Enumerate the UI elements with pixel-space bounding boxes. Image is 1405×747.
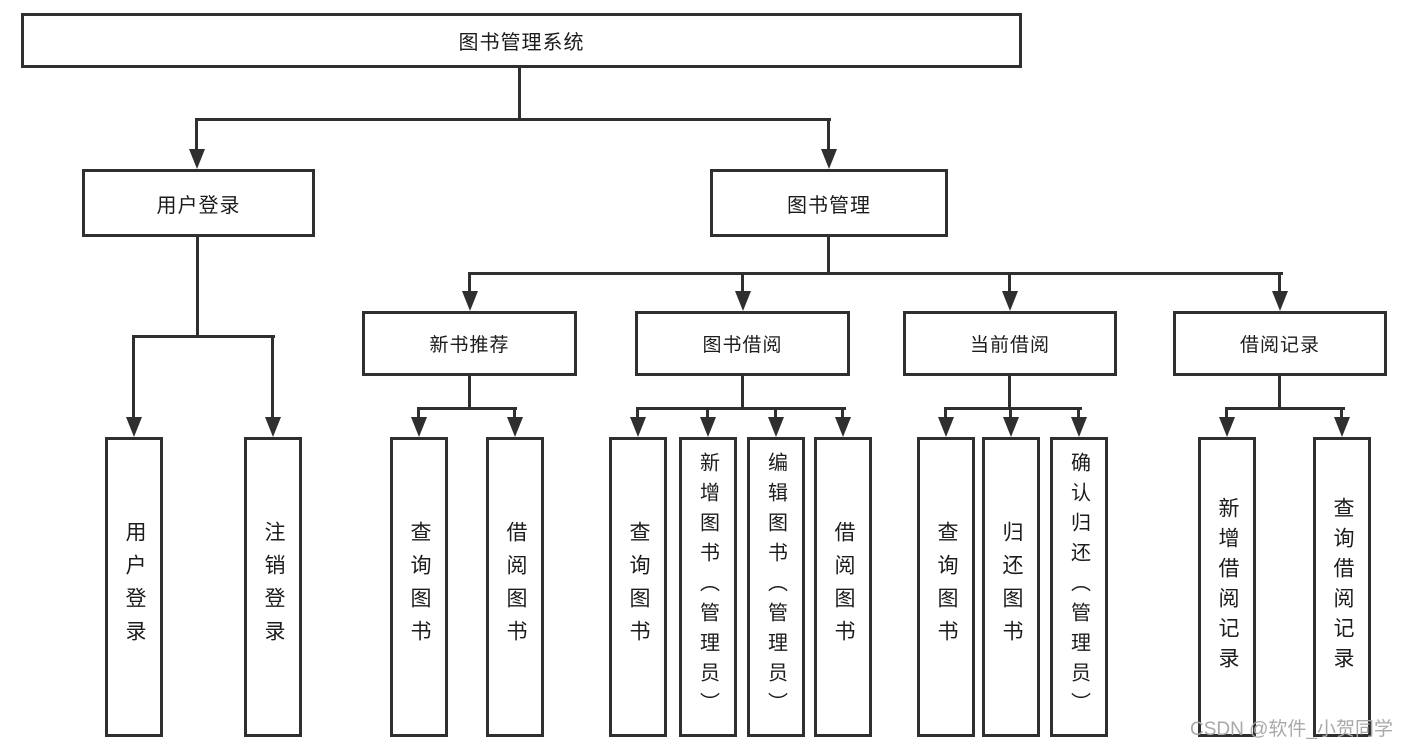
connector-line: [195, 118, 831, 121]
node-leaf-add-book-admin: 新增图书（管理员）: [679, 437, 737, 737]
node-leaf-confirm-return-admin: 确认归还（管理员）: [1050, 437, 1108, 737]
connector-line: [271, 335, 274, 419]
node-leaf-logout: 注销登录: [244, 437, 302, 737]
connector-line: [417, 407, 517, 410]
connector-line: [741, 272, 744, 294]
arrow-down-icon: [630, 417, 646, 437]
watermark: CSDN @软件_小贺同学: [1190, 719, 1393, 740]
connector-line: [468, 272, 1283, 275]
arrow-down-icon: [411, 417, 427, 437]
connector-line: [1008, 272, 1011, 294]
connector-line: [1008, 376, 1011, 407]
arrow-down-icon: [462, 291, 478, 311]
node-leaf-return-books: 归还图书: [982, 437, 1040, 737]
arrow-down-icon: [821, 149, 837, 169]
node-leaf-query-books: 查询图书: [917, 437, 975, 737]
connector-line: [1340, 407, 1343, 419]
connector-line: [132, 335, 275, 338]
arrow-down-icon: [1219, 417, 1235, 437]
connector-line: [417, 407, 420, 419]
node-leaf-user-login: 用户登录: [105, 437, 163, 737]
node-leaf-edit-book-admin: 编辑图书（管理员）: [747, 437, 805, 737]
node-book-borrowing: 图书借阅: [635, 311, 850, 376]
arrow-down-icon: [1071, 417, 1087, 437]
node-leaf-query-books: 查询图书: [390, 437, 448, 737]
connector-line: [944, 407, 947, 419]
connector-line: [944, 407, 1082, 410]
connector-line: [741, 376, 744, 407]
connector-line: [468, 272, 471, 294]
connector-line: [468, 376, 471, 407]
node-leaf-query-borrow-record: 查询借阅记录: [1313, 437, 1371, 737]
connector-line: [774, 407, 777, 419]
connector-line: [195, 118, 198, 152]
connector-line: [1225, 407, 1228, 419]
connector-line: [636, 407, 846, 410]
arrow-down-icon: [735, 291, 751, 311]
arrow-down-icon: [835, 417, 851, 437]
connector-line: [196, 237, 199, 335]
node-library-management-system: 图书管理系统: [21, 13, 1022, 68]
connector-line: [518, 68, 521, 118]
node-new-book-recommendation: 新书推荐: [362, 311, 577, 376]
connector-line: [1278, 272, 1281, 294]
connector-line: [1278, 376, 1281, 407]
connector-line: [513, 407, 516, 419]
arrow-down-icon: [938, 417, 954, 437]
arrow-down-icon: [265, 417, 281, 437]
connector-line: [1077, 407, 1080, 419]
node-leaf-query-books: 查询图书: [609, 437, 667, 737]
arrow-down-icon: [1003, 417, 1019, 437]
node-current-borrowing: 当前借阅: [903, 311, 1117, 376]
arrow-down-icon: [126, 417, 142, 437]
connector-line: [827, 118, 830, 152]
node-leaf-borrow-books: 借阅图书: [814, 437, 872, 737]
connector-line: [706, 407, 709, 419]
arrow-down-icon: [1272, 291, 1288, 311]
arrow-down-icon: [1334, 417, 1350, 437]
arrow-down-icon: [700, 417, 716, 437]
connector-line: [636, 407, 639, 419]
node-leaf-borrow-books: 借阅图书: [486, 437, 544, 737]
connector-line: [1009, 407, 1012, 419]
node-borrowing-records: 借阅记录: [1173, 311, 1387, 376]
arrow-down-icon: [507, 417, 523, 437]
connector-line: [827, 237, 830, 272]
arrow-down-icon: [768, 417, 784, 437]
connector-line: [841, 407, 844, 419]
connector-line: [1225, 407, 1345, 410]
connector-line: [132, 335, 135, 419]
node-book-management: 图书管理: [710, 169, 948, 237]
node-user-login: 用户登录: [82, 169, 315, 237]
arrow-down-icon: [189, 149, 205, 169]
arrow-down-icon: [1002, 291, 1018, 311]
node-leaf-add-borrow-record: 新增借阅记录: [1198, 437, 1256, 737]
